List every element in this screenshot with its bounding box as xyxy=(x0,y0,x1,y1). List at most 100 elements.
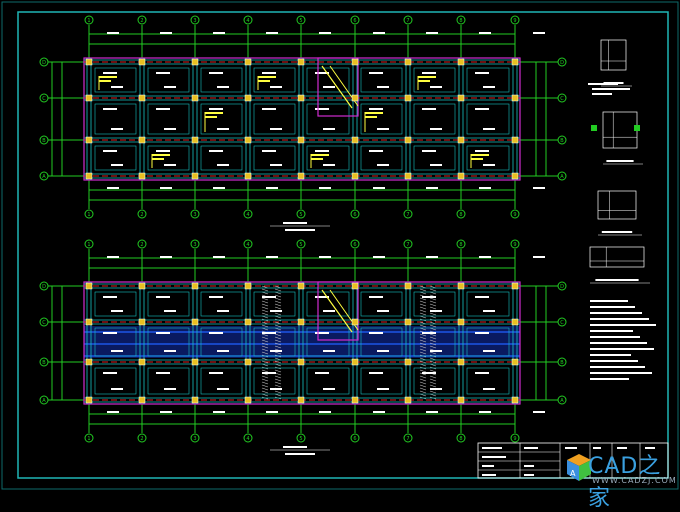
hatch-line xyxy=(419,312,427,316)
dimension-text xyxy=(319,187,331,189)
hatch-line xyxy=(429,378,437,382)
axis-bubble-label: 3 xyxy=(193,242,196,248)
axis-bubble-label: 2 xyxy=(140,242,143,248)
hatch-line xyxy=(419,348,427,352)
slab-label xyxy=(369,150,383,152)
axis-bubble-label: 9 xyxy=(513,242,516,248)
general-note-line xyxy=(590,330,633,332)
hatch-line xyxy=(429,345,437,349)
hatch-line xyxy=(261,300,269,304)
slab-label xyxy=(103,296,117,298)
hatch-line xyxy=(429,306,437,310)
dimension-text xyxy=(479,411,491,413)
hatch-line xyxy=(429,315,437,319)
title-block-text xyxy=(565,447,577,449)
hatch-line xyxy=(419,384,427,388)
slab-panel xyxy=(253,367,296,395)
slab-panel xyxy=(253,145,296,171)
slab-panel xyxy=(253,291,296,317)
structural-column xyxy=(351,358,359,366)
structural-column xyxy=(457,282,465,290)
structural-column xyxy=(138,282,146,290)
hatch-line xyxy=(429,390,437,394)
rebar-note xyxy=(311,158,323,160)
dimension-text xyxy=(373,411,385,413)
slab-label xyxy=(111,128,123,130)
structural-column xyxy=(511,172,519,180)
dimension-text xyxy=(533,32,545,34)
slab-label xyxy=(209,296,223,298)
title-block-text xyxy=(482,474,496,476)
detail-title xyxy=(606,160,634,162)
detail-title xyxy=(595,279,639,281)
slab-label xyxy=(156,296,170,298)
slab-label xyxy=(164,164,176,166)
hatch-line xyxy=(261,348,269,352)
axis-bubble-label: 8 xyxy=(459,18,462,24)
dimension-text xyxy=(479,32,491,34)
hatch-line xyxy=(274,327,282,331)
hatch-line xyxy=(274,300,282,304)
dimension-text xyxy=(426,32,438,34)
structural-column xyxy=(457,58,465,66)
structural-column xyxy=(351,136,359,144)
slab-panel xyxy=(94,327,137,357)
slab-label xyxy=(315,150,329,152)
structural-column xyxy=(191,282,199,290)
slab-label xyxy=(369,332,383,334)
dimension-text xyxy=(533,411,545,413)
axis-bubble xyxy=(510,433,520,443)
hatch-line xyxy=(419,300,427,304)
axis-bubble xyxy=(403,15,413,25)
title-block-text xyxy=(482,447,502,449)
axis-bubble xyxy=(137,209,147,219)
axis-bubble xyxy=(243,433,253,443)
building-outline xyxy=(83,57,521,181)
hatch-line xyxy=(274,381,282,385)
axis-bubble-label: 5 xyxy=(299,18,302,24)
axis-bubble-label: C xyxy=(560,96,564,102)
axis-bubble xyxy=(557,357,567,367)
axis-bubble-label: A xyxy=(560,174,564,180)
axis-bubble xyxy=(510,239,520,249)
hatch-line xyxy=(429,375,437,379)
section-detail xyxy=(597,190,637,220)
slab-label xyxy=(422,72,436,74)
watermark: A CAD之家 WWW.CADZJ.COM xyxy=(566,448,680,511)
structural-column xyxy=(138,136,146,144)
axis-bubble xyxy=(39,57,49,67)
slab-label xyxy=(103,108,117,110)
axis-bubble-label: C xyxy=(42,320,46,326)
slab-label xyxy=(369,296,383,298)
dimension-text xyxy=(107,411,119,413)
hatch-line xyxy=(274,336,282,340)
axis-bubble xyxy=(39,357,49,367)
axis-bubble xyxy=(296,209,306,219)
hatch-line xyxy=(419,291,427,295)
general-note-line xyxy=(590,312,642,314)
axis-bubble-label: 1 xyxy=(87,18,90,24)
axis-bubble-label: 6 xyxy=(353,242,356,248)
axis-bubble-label: 4 xyxy=(246,436,249,442)
hatch-line xyxy=(261,309,269,313)
axis-bubble xyxy=(243,15,253,25)
axis-bubble xyxy=(557,171,567,181)
axis-bubble-label: 2 xyxy=(140,18,143,24)
axis-bubble-label: 4 xyxy=(246,242,249,248)
slab-label xyxy=(430,86,442,88)
structural-column xyxy=(138,396,146,404)
dimension-text xyxy=(266,187,278,189)
slab-panel xyxy=(147,291,190,317)
general-note-line xyxy=(590,336,640,338)
structural-column xyxy=(351,282,359,290)
slab-label xyxy=(270,350,282,352)
axis-bubble xyxy=(350,239,360,249)
hatch-line xyxy=(274,306,282,310)
dimension-text xyxy=(426,187,438,189)
slab-label xyxy=(475,72,489,74)
hatch-line xyxy=(419,324,427,328)
slab-label xyxy=(430,164,442,166)
structural-column xyxy=(297,94,305,102)
structural-column xyxy=(85,396,93,404)
